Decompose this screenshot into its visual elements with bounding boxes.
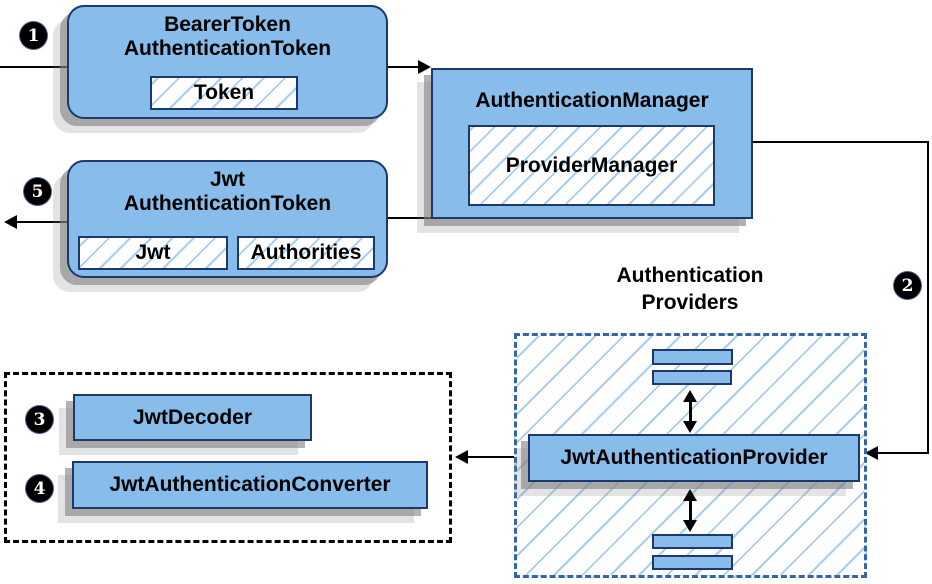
authorities-field-label: Authorities <box>250 241 362 264</box>
node-title: JwtAuthenticationConverter <box>109 473 391 496</box>
flow-line-provider-to-converters <box>468 456 528 458</box>
token-field: Token <box>150 76 298 110</box>
provider-stack-bar <box>652 534 733 549</box>
jwt-field: Jwt <box>78 236 228 270</box>
flow-line-bearer-to-manager <box>388 66 420 68</box>
jwt-field-label: Jwt <box>135 241 171 264</box>
step-5-badge: 5 <box>24 178 51 205</box>
double-arrow-shaft <box>689 499 692 522</box>
arrowhead-left-icon <box>865 446 878 460</box>
flow-line-into-provider <box>877 452 929 454</box>
node-title: Jwt AuthenticationToken <box>69 162 386 216</box>
authorities-field: Authorities <box>237 236 375 270</box>
jwt-converters-container <box>4 372 452 543</box>
arrowhead-left-icon <box>455 450 468 464</box>
authentication-manager-node: AuthenticationManager ProviderManager <box>431 68 753 219</box>
flow-line-manager-right <box>753 141 929 143</box>
jwt-authentication-token-node: Jwt AuthenticationToken Jwt Authorities <box>67 160 388 278</box>
step-1-number: 1 <box>27 25 40 46</box>
flow-line-response-out <box>16 221 67 223</box>
step-5-number: 5 <box>31 181 44 202</box>
double-arrow-shaft <box>689 400 692 423</box>
provider-manager-label: ProviderManager <box>505 153 678 177</box>
provider-stack-bar <box>652 349 733 365</box>
title-line-2: AuthenticationToken <box>123 37 332 60</box>
step-3-number: 3 <box>33 409 46 430</box>
title-line-1: Jwt <box>209 168 245 191</box>
flow-line-token-to-manager <box>388 217 433 219</box>
arrowhead-up-icon <box>683 489 697 501</box>
step-3-badge: 3 <box>26 406 53 433</box>
jwt-decoder-node: JwtDecoder <box>73 394 312 441</box>
provider-stack-bar <box>652 555 733 570</box>
arrowhead-down-icon <box>683 520 697 532</box>
arrowhead-right-icon <box>418 60 431 74</box>
jwt-authentication-converter-node: JwtAuthenticationConverter <box>72 461 428 509</box>
label-line-1: Authentication <box>616 264 764 287</box>
title-line-2: AuthenticationToken <box>123 192 332 215</box>
node-title: JwtDecoder <box>132 405 253 429</box>
authentication-providers-label: Authentication Providers <box>560 262 820 316</box>
token-field-label: Token <box>193 81 255 104</box>
arrowhead-down-icon <box>683 421 697 433</box>
step-4-number: 4 <box>33 478 46 499</box>
provider-manager-inner: ProviderManager <box>468 125 715 206</box>
step-4-badge: 4 <box>26 475 53 502</box>
node-title: AuthenticationManager <box>475 89 709 112</box>
flow-line-request-in <box>0 66 67 68</box>
label-line-2: Providers <box>641 291 739 314</box>
title-line-1: BearerToken <box>164 13 291 36</box>
jwt-authentication-provider-node: JwtAuthenticationProvider <box>528 434 860 482</box>
node-title: BearerToken AuthenticationToken <box>69 7 386 61</box>
step-2-badge: 2 <box>894 272 921 299</box>
flow-line-right-vertical <box>927 141 929 454</box>
step-1-badge: 1 <box>20 22 47 49</box>
arrowhead-left-icon <box>4 215 17 229</box>
bearer-token-authentication-token-node: BearerToken AuthenticationToken Token <box>67 5 388 119</box>
provider-stack-bar <box>652 370 732 385</box>
step-2-number: 2 <box>901 275 914 296</box>
node-title: JwtAuthenticationProvider <box>560 446 828 469</box>
arrowhead-up-icon <box>683 390 697 402</box>
